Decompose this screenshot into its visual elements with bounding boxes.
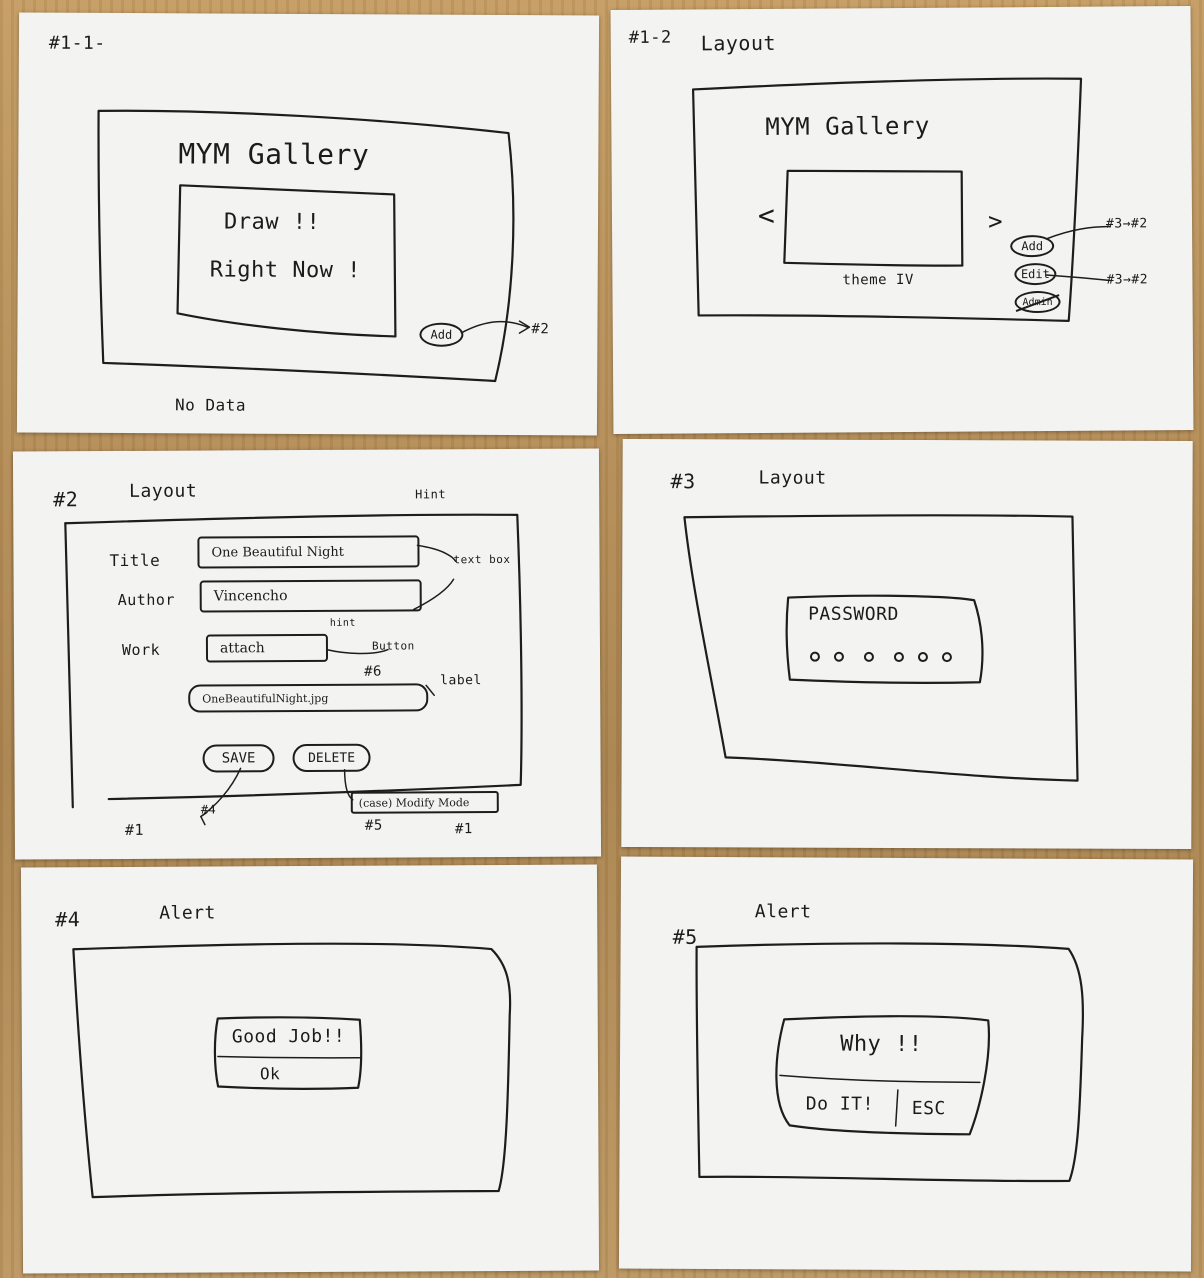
sheet-4-drawing — [72, 942, 512, 1199]
sheet-kind-label: Layout — [129, 480, 198, 502]
do-it-button[interactable]: Do IT! — [805, 1093, 874, 1115]
author-input[interactable]: Vincencho — [199, 579, 422, 613]
esc-button[interactable]: ESC — [911, 1098, 946, 1120]
save-button[interactable]: SAVE — [202, 744, 275, 773]
sheet-id-label: #3 — [670, 469, 696, 494]
sheet-id-label: #2 — [53, 487, 79, 512]
sheet-id-label: #5 — [672, 924, 698, 949]
label-note: label — [440, 673, 482, 689]
delete-button[interactable]: DELETE — [292, 743, 371, 773]
empty-state-box — [176, 184, 397, 338]
textbox-note: text box — [453, 552, 511, 567]
alert-dialog — [213, 1016, 363, 1090]
sketch-sheet-4: #4 Alert Good Job!! Ok — [20, 864, 600, 1274]
delete-target-label: #1 — [454, 821, 473, 838]
sketch-sheet-1-2: #1-2 Layout MYM Gallery < > theme IV Add… — [610, 5, 1194, 435]
title-input[interactable]: One Beautiful Night — [197, 535, 420, 569]
password-dot — [863, 651, 874, 662]
sheet-kind-label: Alert — [754, 901, 812, 923]
add-button[interactable]: Add — [419, 322, 464, 347]
password-dot — [917, 652, 928, 663]
screen-frame-left — [64, 522, 74, 809]
theme-caption: theme IV — [842, 271, 914, 289]
sheet-1-2-drawing — [691, 77, 1112, 322]
app-title: MYM Gallery — [765, 111, 930, 141]
screen-frame-top — [64, 513, 523, 801]
hint-note: Hint — [415, 487, 447, 502]
author-label: Author — [117, 590, 175, 609]
button-note: Button — [371, 639, 415, 653]
title-label: Title — [109, 550, 161, 571]
gallery-image-box — [783, 169, 964, 267]
sheet-kind-label: Layout — [700, 30, 777, 56]
sheet-3-drawing — [683, 514, 1079, 782]
sheet-kind-label: Layout — [758, 467, 827, 489]
hint-note-2: hint — [329, 617, 356, 629]
sheet-2-drawing — [64, 513, 523, 826]
sheet-id-label: #1-1- — [48, 32, 106, 54]
password-field[interactable] — [809, 648, 960, 669]
sketch-sheet-3: #3 Layout PASSWORD — [621, 439, 1193, 849]
password-dot — [893, 651, 904, 662]
add-target-label: #2 — [531, 321, 550, 338]
password-dot — [941, 652, 952, 663]
attach-button[interactable]: attach — [205, 633, 329, 663]
attach-target-label: #6 — [364, 663, 382, 680]
next-arrow-button[interactable]: > — [987, 207, 1004, 236]
screen-frame — [691, 77, 1083, 322]
sketch-sheet-2: #2 Layout Hint text box Title One Beauti… — [12, 448, 602, 860]
sketch-sheet-5: #5 Alert Why !! Do IT! ESC — [618, 856, 1194, 1272]
empty-state-line1: Draw !! — [223, 209, 321, 236]
alert-divider — [217, 1055, 361, 1059]
screen-frame — [683, 514, 1079, 782]
screen-frame — [97, 109, 515, 383]
sheet-id-label: #1-2 — [628, 27, 672, 48]
sketch-sheet-1-1: #1-1- MYM Gallery Draw !! Right Now ! Ad… — [16, 12, 600, 436]
screen-frame — [72, 942, 512, 1199]
confirm-dialog — [775, 1015, 990, 1136]
work-label: Work — [121, 640, 161, 659]
confirm-divider — [779, 1074, 981, 1084]
screen-frame — [695, 942, 1085, 1183]
no-data-note: No Data — [175, 395, 247, 415]
sheet-5-drawing — [695, 942, 1085, 1183]
prev-arrow-button[interactable]: < — [757, 198, 776, 233]
save-target-label: #1 — [124, 820, 145, 839]
sheet-kind-label: Alert — [159, 902, 216, 924]
save-target-code: #4 — [200, 802, 217, 817]
alert-message: Good Job!! — [231, 1025, 346, 1048]
delete-target-code: #5 — [364, 817, 383, 834]
password-dialog — [785, 594, 984, 684]
file-name-label: OneBeautifulNight.jpg — [188, 683, 429, 713]
edit-target-label: #3→#2 — [1106, 272, 1149, 288]
arrow-to-2 — [460, 320, 529, 334]
sheet-1-1-drawing — [97, 109, 531, 383]
confirm-button-separator — [894, 1089, 899, 1127]
add-target-label: #3→#2 — [1105, 216, 1148, 232]
password-dot — [833, 651, 844, 662]
empty-state-line2: Right Now ! — [209, 257, 362, 284]
sheet-id-label: #4 — [55, 907, 81, 932]
password-dot — [809, 651, 820, 662]
confirm-message: Why !! — [840, 1031, 923, 1058]
password-label: PASSWORD — [808, 603, 899, 625]
ok-button[interactable]: Ok — [259, 1064, 281, 1084]
app-title: MYM Gallery — [178, 137, 370, 172]
delete-case-note: (case) Modify Mode — [350, 790, 499, 814]
